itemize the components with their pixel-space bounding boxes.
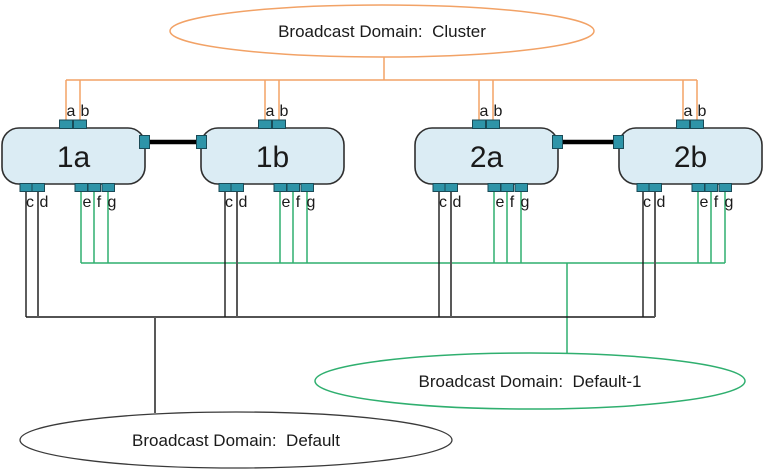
port-1b-e — [273, 183, 287, 192]
port-1a-a — [59, 119, 73, 129]
port-1a-b-label: b — [81, 103, 90, 120]
cluster-domain-wires — [65, 57, 698, 121]
default-ellipse-shape — [19, 411, 453, 469]
cluster-domain-ellipse: Broadcast Domain: Cluster — [169, 4, 595, 58]
port-1a-e — [74, 183, 88, 192]
port-1b-a-label: a — [266, 103, 275, 120]
port-1b-f — [286, 183, 300, 192]
port-2a-g — [514, 183, 528, 192]
port-1b-g — [300, 183, 314, 192]
port-2b-f — [704, 183, 718, 192]
port-1b-a — [258, 119, 272, 129]
port-2b-g — [718, 183, 732, 192]
default-domain-wires-c — [25, 191, 655, 318]
port-2a-g-label: g — [521, 194, 530, 211]
port-1a-d-label: d — [40, 194, 49, 211]
node-1b: 1b a b c d e f g — [196, 103, 345, 211]
port-1b-c-label: c — [225, 194, 233, 211]
port-1b-b-label: b — [280, 103, 289, 120]
node-1b-label: 1b — [256, 141, 289, 174]
port-1a-c — [19, 183, 33, 192]
port-2b-c — [636, 183, 650, 192]
default-domain-ellipse: Broadcast Domain: Default — [19, 411, 453, 469]
port-1b-g-label: g — [307, 194, 316, 211]
port-2a-d — [444, 183, 458, 192]
port-2b-ha — [613, 135, 624, 149]
port-1b-c — [218, 183, 232, 192]
node-1a: 1a a b c d e f g — [1, 103, 150, 211]
port-1b-f-label: f — [296, 194, 301, 211]
port-2a-c-label: c — [439, 194, 447, 211]
node-2b: 2b a b c d e f g — [613, 103, 763, 211]
port-2a-a-label: a — [480, 103, 489, 120]
port-1b-d — [230, 183, 244, 192]
node-2b-label: 2b — [674, 141, 707, 174]
node-2a: 2a a b c d e f g — [414, 103, 563, 211]
port-1a-b — [73, 119, 87, 129]
port-2b-e — [691, 183, 705, 192]
port-1a-g — [101, 183, 115, 192]
port-2b-a-label: a — [684, 103, 693, 120]
default1-domain-ellipse: Broadcast Domain: Default-1 — [314, 352, 746, 410]
port-1a-e-label: e — [83, 194, 92, 211]
default-ellipse-label: Broadcast Domain: Default — [132, 431, 340, 450]
port-2b-a — [676, 119, 690, 129]
port-2b-f-label: f — [714, 194, 719, 211]
default-domain-wires-d — [37, 191, 656, 413]
port-1a-f-label: f — [97, 194, 102, 211]
port-2a-e-label: e — [496, 194, 505, 211]
port-2b-b-label: b — [698, 103, 707, 120]
port-2b-b — [690, 119, 704, 129]
port-1b-ha — [196, 135, 207, 149]
port-2a-ha — [552, 135, 563, 149]
port-2b-d — [648, 183, 662, 192]
node-1a-label: 1a — [57, 141, 91, 174]
port-2b-g-label: g — [725, 194, 734, 211]
port-1a-ha — [139, 135, 150, 149]
port-1a-f — [87, 183, 101, 192]
port-2a-a — [472, 119, 486, 129]
port-2a-f — [500, 183, 514, 192]
port-2a-b-label: b — [494, 103, 503, 120]
port-2b-d-label: d — [657, 194, 666, 211]
port-1b-e-label: e — [282, 194, 291, 211]
default1-domain-wires — [80, 191, 726, 354]
port-1b-d-label: d — [239, 194, 248, 211]
port-2b-e-label: e — [700, 194, 709, 211]
port-2a-e — [487, 183, 501, 192]
port-2a-b — [486, 119, 500, 129]
cluster-ellipse-label: Broadcast Domain: Cluster — [278, 22, 486, 41]
port-1a-c-label: c — [26, 194, 34, 211]
port-1a-a-label: a — [67, 103, 76, 120]
port-2b-c-label: c — [643, 194, 651, 211]
node-2a-label: 2a — [470, 141, 504, 174]
port-1a-d — [31, 183, 45, 192]
port-2a-c — [432, 183, 446, 192]
port-1a-g-label: g — [108, 194, 117, 211]
port-2a-f-label: f — [510, 194, 515, 211]
port-2a-d-label: d — [453, 194, 462, 211]
default1-ellipse-shape — [314, 352, 746, 410]
cluster-ellipse-shape — [169, 4, 595, 58]
port-1b-b — [272, 119, 286, 129]
default1-ellipse-label: Broadcast Domain: Default-1 — [419, 372, 642, 391]
